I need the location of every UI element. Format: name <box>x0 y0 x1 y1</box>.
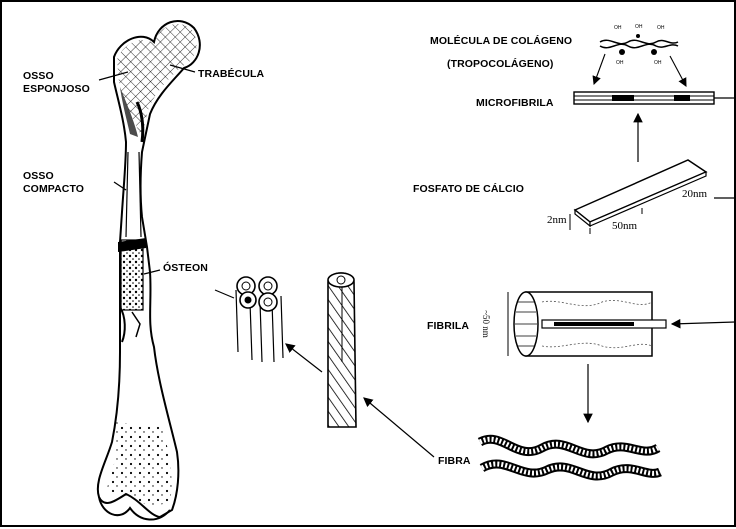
svg-text:OH: OH <box>654 60 662 66</box>
label-trabecula: TRABÉCULA <box>198 68 264 80</box>
label-osso-esponjoso-2: ESPONJOSO <box>23 83 90 95</box>
svg-text:OH: OH <box>616 60 624 66</box>
osteon-bundle <box>215 277 283 362</box>
label-fibrila: FIBRILA <box>427 320 469 332</box>
label-osteon: ÓSTEON <box>163 262 208 274</box>
label-microfibrila: MICROFIBRILA <box>476 97 554 109</box>
fibril <box>508 292 666 356</box>
dim-width: 20nm <box>682 188 707 200</box>
wavy-fiber <box>480 439 660 476</box>
microfibril <box>574 92 732 104</box>
svg-text:OH: OH <box>657 25 665 31</box>
svg-text:OH: OH <box>614 25 622 31</box>
svg-text:OH: OH <box>635 24 643 30</box>
label-molecula-colageno: MOLÉCULA DE COLÁGENO <box>430 35 572 47</box>
collagen-molecule: OH OH OH OH OH <box>600 24 678 66</box>
dim-thickness: 2nm <box>547 214 567 226</box>
label-fibra: FIBRA <box>438 455 471 467</box>
label-tropocolageno: (TROPOCOLÁGENO) <box>447 58 554 70</box>
label-fosfato-calcio: FOSFATO DE CÁLCIO <box>413 183 524 195</box>
label-osso-compacto-2: COMPACTO <box>23 183 84 195</box>
dim-length: 50nm <box>612 220 637 232</box>
label-osso-esponjoso-1: OSSO <box>23 70 54 82</box>
label-osso-compacto-1: OSSO <box>23 170 54 182</box>
dim-fibril-diameter: ~50 nm <box>480 310 492 338</box>
fiber <box>328 273 356 427</box>
